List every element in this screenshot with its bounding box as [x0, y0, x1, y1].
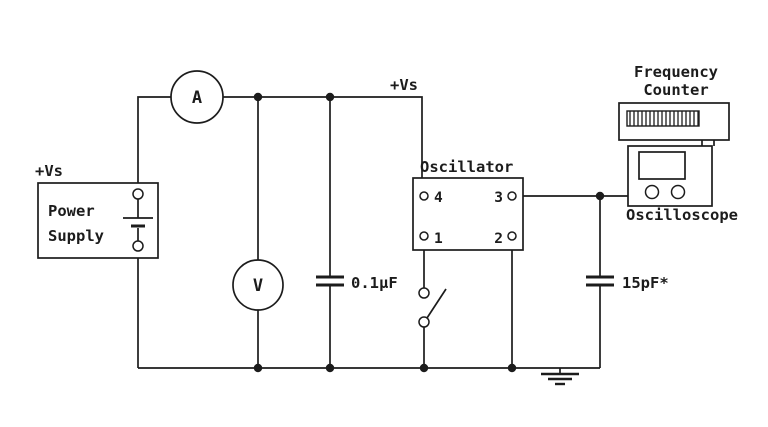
junction-pin3-cap2: [595, 191, 605, 201]
supply-rail-vs-label: +Vs: [390, 76, 418, 94]
junction-top-voltmeter: [253, 92, 263, 102]
oscillator-pin4-label: 4: [434, 190, 443, 206]
switch-bottom-terminal: [418, 316, 430, 328]
oscillator: Oscillator 4 3 1 2: [412, 158, 524, 251]
load-capacitor: 15pF*: [586, 274, 669, 292]
junction-dots: [253, 92, 605, 373]
junction-bottom-switch: [419, 363, 429, 373]
bypass-capacitor: 0.1µF: [316, 274, 398, 292]
switch-top-terminal: [418, 287, 430, 299]
junction-bottom-voltmeter: [253, 363, 263, 373]
junction-top-cap1: [325, 92, 335, 102]
ps-negative-terminal: [132, 240, 144, 252]
ps-positive-terminal: [132, 188, 144, 200]
switch-blade: [426, 288, 447, 319]
junction-bottom-pin2: [507, 363, 517, 373]
voltmeter-circle: [232, 259, 284, 311]
oscillator-pin1-terminal: [419, 231, 429, 241]
wire-top-rail: [223, 96, 423, 192]
frequency-counter-display: [626, 110, 700, 127]
oscillator-pin4-terminal: [419, 191, 429, 201]
ammeter-label: A: [192, 88, 202, 108]
switch-icon: [418, 287, 447, 328]
oscillator-pin3-label: 3: [494, 190, 503, 206]
oscilloscope: Oscilloscope: [626, 145, 738, 224]
oscilloscope-screen: [638, 151, 686, 180]
power-supply-label-line1: Power: [48, 202, 95, 220]
capacitor-icon: [586, 275, 614, 287]
voltmeter: V: [232, 259, 284, 311]
oscilloscope-label: Oscilloscope: [626, 206, 738, 224]
ammeter-circle: [170, 70, 224, 124]
capacitor-icon: [316, 275, 344, 287]
oscillator-pin2-terminal: [507, 231, 517, 241]
ground-icon: [541, 368, 579, 386]
oscillator-pin2-label: 2: [494, 231, 503, 247]
voltmeter-label: V: [253, 276, 263, 296]
power-supply: +Vs Power Supply: [35, 162, 159, 259]
wires: [137, 96, 628, 369]
oscillator-box: [412, 177, 524, 251]
power-supply-label-line2: Supply: [48, 227, 104, 245]
ammeter: A: [170, 70, 224, 124]
bypass-capacitor-value: 0.1µF: [351, 274, 398, 292]
oscillator-pin1-label: 1: [434, 231, 443, 247]
wire-ps-to-ammeter: [137, 96, 171, 189]
junction-bottom-cap1: [325, 363, 335, 373]
oscilloscope-knob-left: [644, 184, 660, 200]
frequency-counter-label-line1: Frequency: [634, 63, 718, 81]
oscillator-title: Oscillator: [420, 158, 513, 176]
power-supply-vs-label: +Vs: [35, 162, 63, 180]
frequency-counter: Frequency Counter: [618, 63, 730, 146]
oscilloscope-knob-right: [670, 184, 686, 200]
load-capacitor-value: 15pF*: [622, 274, 669, 292]
battery-icon: [123, 188, 153, 252]
frequency-counter-label-line2: Counter: [643, 81, 708, 99]
oscillator-pin3-terminal: [507, 191, 517, 201]
